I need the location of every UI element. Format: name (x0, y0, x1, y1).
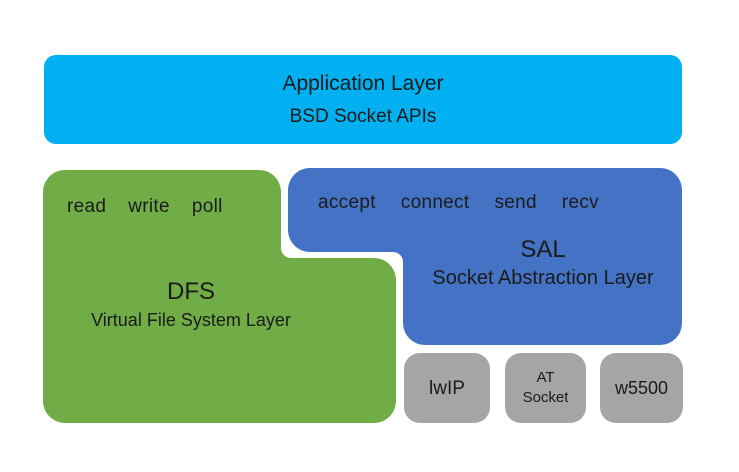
w5500-label-text: w5500 (614, 377, 669, 398)
sal-api-recv: recv (561, 192, 599, 213)
sal-api-send: send (494, 192, 537, 213)
sal-api-row: accept connect send recv (318, 192, 599, 214)
dfs-api-write: write (128, 196, 170, 217)
at-socket-label: AT Socket (505, 353, 586, 423)
sal-box (288, 168, 682, 345)
sal-api-accept: accept (318, 192, 376, 213)
application-layer-title: Application Layer (282, 72, 444, 95)
dfs-title: DFS (167, 278, 215, 305)
w5500-label: w5500 (600, 353, 683, 423)
w5500-box (600, 353, 683, 423)
at-socket-label-line2: Socket (522, 389, 569, 406)
dfs-api-poll: poll (191, 196, 223, 217)
sal-title-block: SAL Socket Abstraction Layer (403, 235, 683, 291)
at-socket-label-line1: AT (536, 369, 555, 386)
dfs-title-block: DFS Virtual File System Layer (35, 277, 347, 333)
sal-api-connect: connect (400, 192, 470, 213)
application-layer-subtitle: BSD Socket APIs (289, 106, 437, 127)
sal-subtitle: Socket Abstraction Layer (432, 267, 654, 289)
dfs-subtitle: Virtual File System Layer (91, 310, 291, 330)
lwip-label-text: lwIP (429, 377, 465, 399)
dfs-api-read: read (67, 196, 107, 217)
lwip-box (404, 353, 490, 423)
dfs-box (43, 170, 396, 423)
dfs-api-row: read write poll (67, 196, 223, 218)
at-socket-box (505, 353, 586, 423)
application-layer-box (44, 55, 682, 144)
lwip-label: lwIP (404, 353, 490, 423)
sal-title: SAL (520, 236, 566, 263)
